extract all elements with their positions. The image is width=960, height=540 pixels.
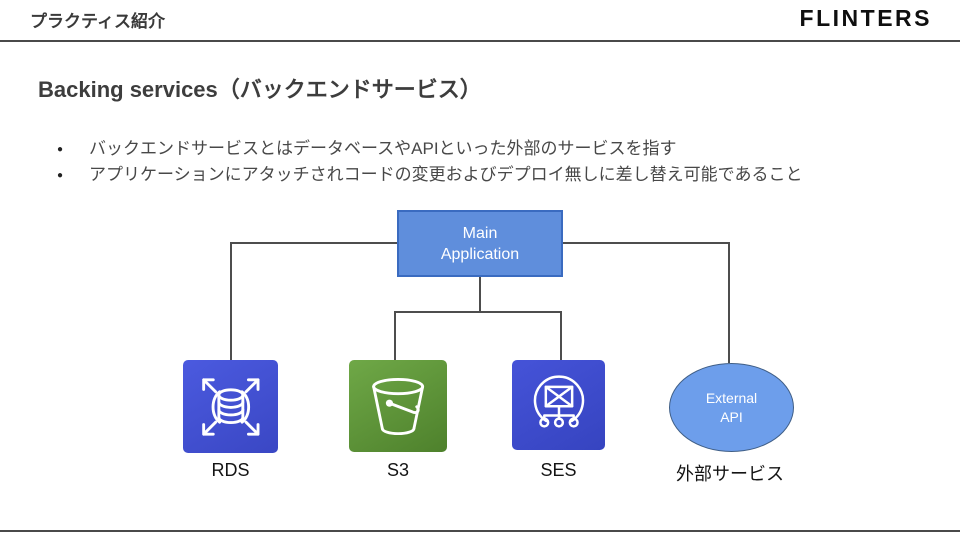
flinters-logo: FLINTERS bbox=[799, 5, 932, 31]
main-application-label-line2: Application bbox=[440, 245, 520, 263]
connector-line bbox=[394, 311, 562, 313]
aws-s3-icon bbox=[349, 360, 447, 452]
connector-line bbox=[230, 242, 397, 244]
connector-line bbox=[230, 242, 232, 360]
rds-label: RDS bbox=[211, 460, 250, 480]
connector-line bbox=[728, 242, 730, 363]
aws-ses-icon bbox=[512, 360, 605, 450]
footer-rule bbox=[0, 530, 960, 532]
external-api-node: External API bbox=[669, 363, 794, 452]
connector-line bbox=[394, 311, 396, 360]
slide-header-label: プラクティス紹介 bbox=[30, 12, 165, 31]
bullet-item: バックエンドサービスとはデータベースやAPIといった外部のサービスを指す bbox=[57, 136, 803, 163]
external-api-label-line2: API bbox=[720, 408, 743, 425]
connector-line bbox=[560, 311, 562, 360]
external-service-label: 外部サービス bbox=[676, 464, 784, 484]
bullet-list: バックエンドサービスとはデータベースやAPIといった外部のサービスを指す アプリ… bbox=[57, 136, 803, 189]
connector-line bbox=[479, 275, 481, 313]
main-application-label-line1: Main bbox=[462, 224, 498, 242]
external-api-label-line1: External bbox=[705, 389, 758, 406]
ses-label: SES bbox=[540, 460, 577, 480]
bullet-item: アプリケーションにアタッチされコードの変更およびデプロイ無しに差し替え可能である… bbox=[57, 162, 803, 189]
header-rule bbox=[0, 40, 960, 42]
aws-rds-icon bbox=[183, 360, 278, 453]
connector-line bbox=[561, 242, 730, 244]
main-application-node: Main Application bbox=[397, 210, 563, 277]
s3-label: S3 bbox=[386, 460, 410, 480]
page-title: Backing services（バックエンドサービス） bbox=[38, 77, 482, 102]
